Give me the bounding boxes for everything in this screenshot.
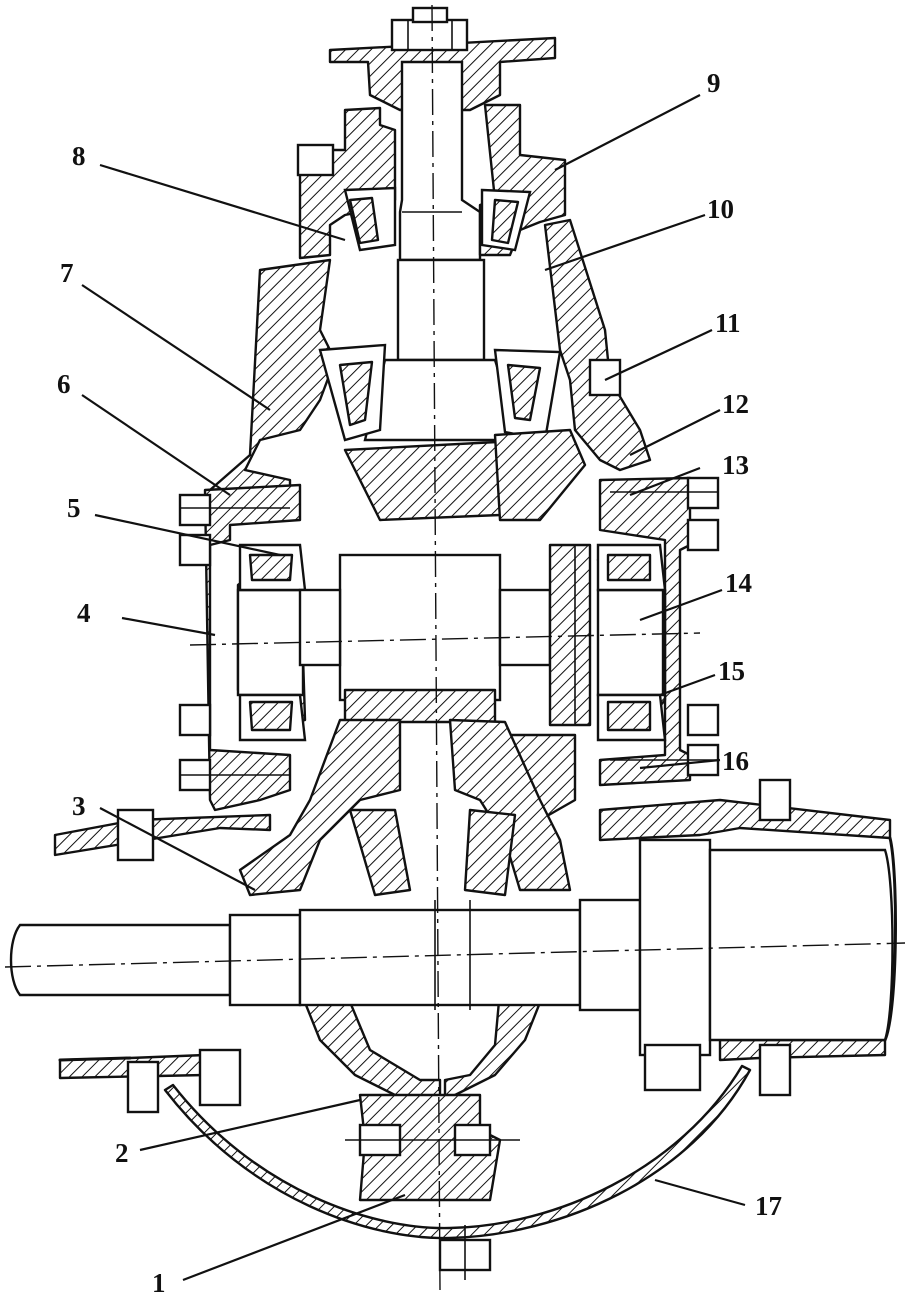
axle-shaft (9, 838, 894, 1057)
pinion-shaft (363, 60, 522, 442)
callout-10: 10 (707, 194, 734, 224)
callout-7: 7 (60, 258, 74, 288)
flange-bolts (178, 143, 720, 792)
callout-5: 5 (67, 493, 81, 523)
differential-case (238, 718, 572, 1102)
ring-gear-mount (345, 1093, 520, 1202)
callout-11: 11 (715, 308, 741, 338)
callout-12: 12 (722, 389, 749, 419)
diff-bearing-right (596, 543, 667, 742)
callout-15: 15 (718, 656, 745, 686)
pinion-bearing-lower (318, 343, 562, 442)
callout-9: 9 (707, 68, 721, 98)
callout-6: 6 (57, 369, 71, 399)
callout-16: 16 (722, 746, 749, 776)
callout-8: 8 (72, 141, 86, 171)
leader-lines (81, 94, 746, 1282)
callout-3: 3 (72, 791, 86, 821)
callout-14: 14 (725, 568, 752, 598)
differential-shaft (298, 543, 592, 727)
callout-4: 4 (77, 598, 91, 628)
center-lines (4, 4, 906, 1291)
oil-pan-cover (163, 1064, 752, 1280)
callout-13: 13 (722, 450, 749, 480)
diff-bearing-left (236, 543, 307, 742)
callout-labels: 1 2 3 4 5 6 7 8 9 10 11 12 13 14 15 16 1… (57, 68, 782, 1297)
pinion-bearing-upper (343, 186, 532, 252)
callout-2: 2 (115, 1138, 129, 1168)
housing-bolts (116, 778, 792, 1114)
callout-1: 1 (152, 1268, 166, 1297)
callout-17: 17 (755, 1191, 782, 1221)
